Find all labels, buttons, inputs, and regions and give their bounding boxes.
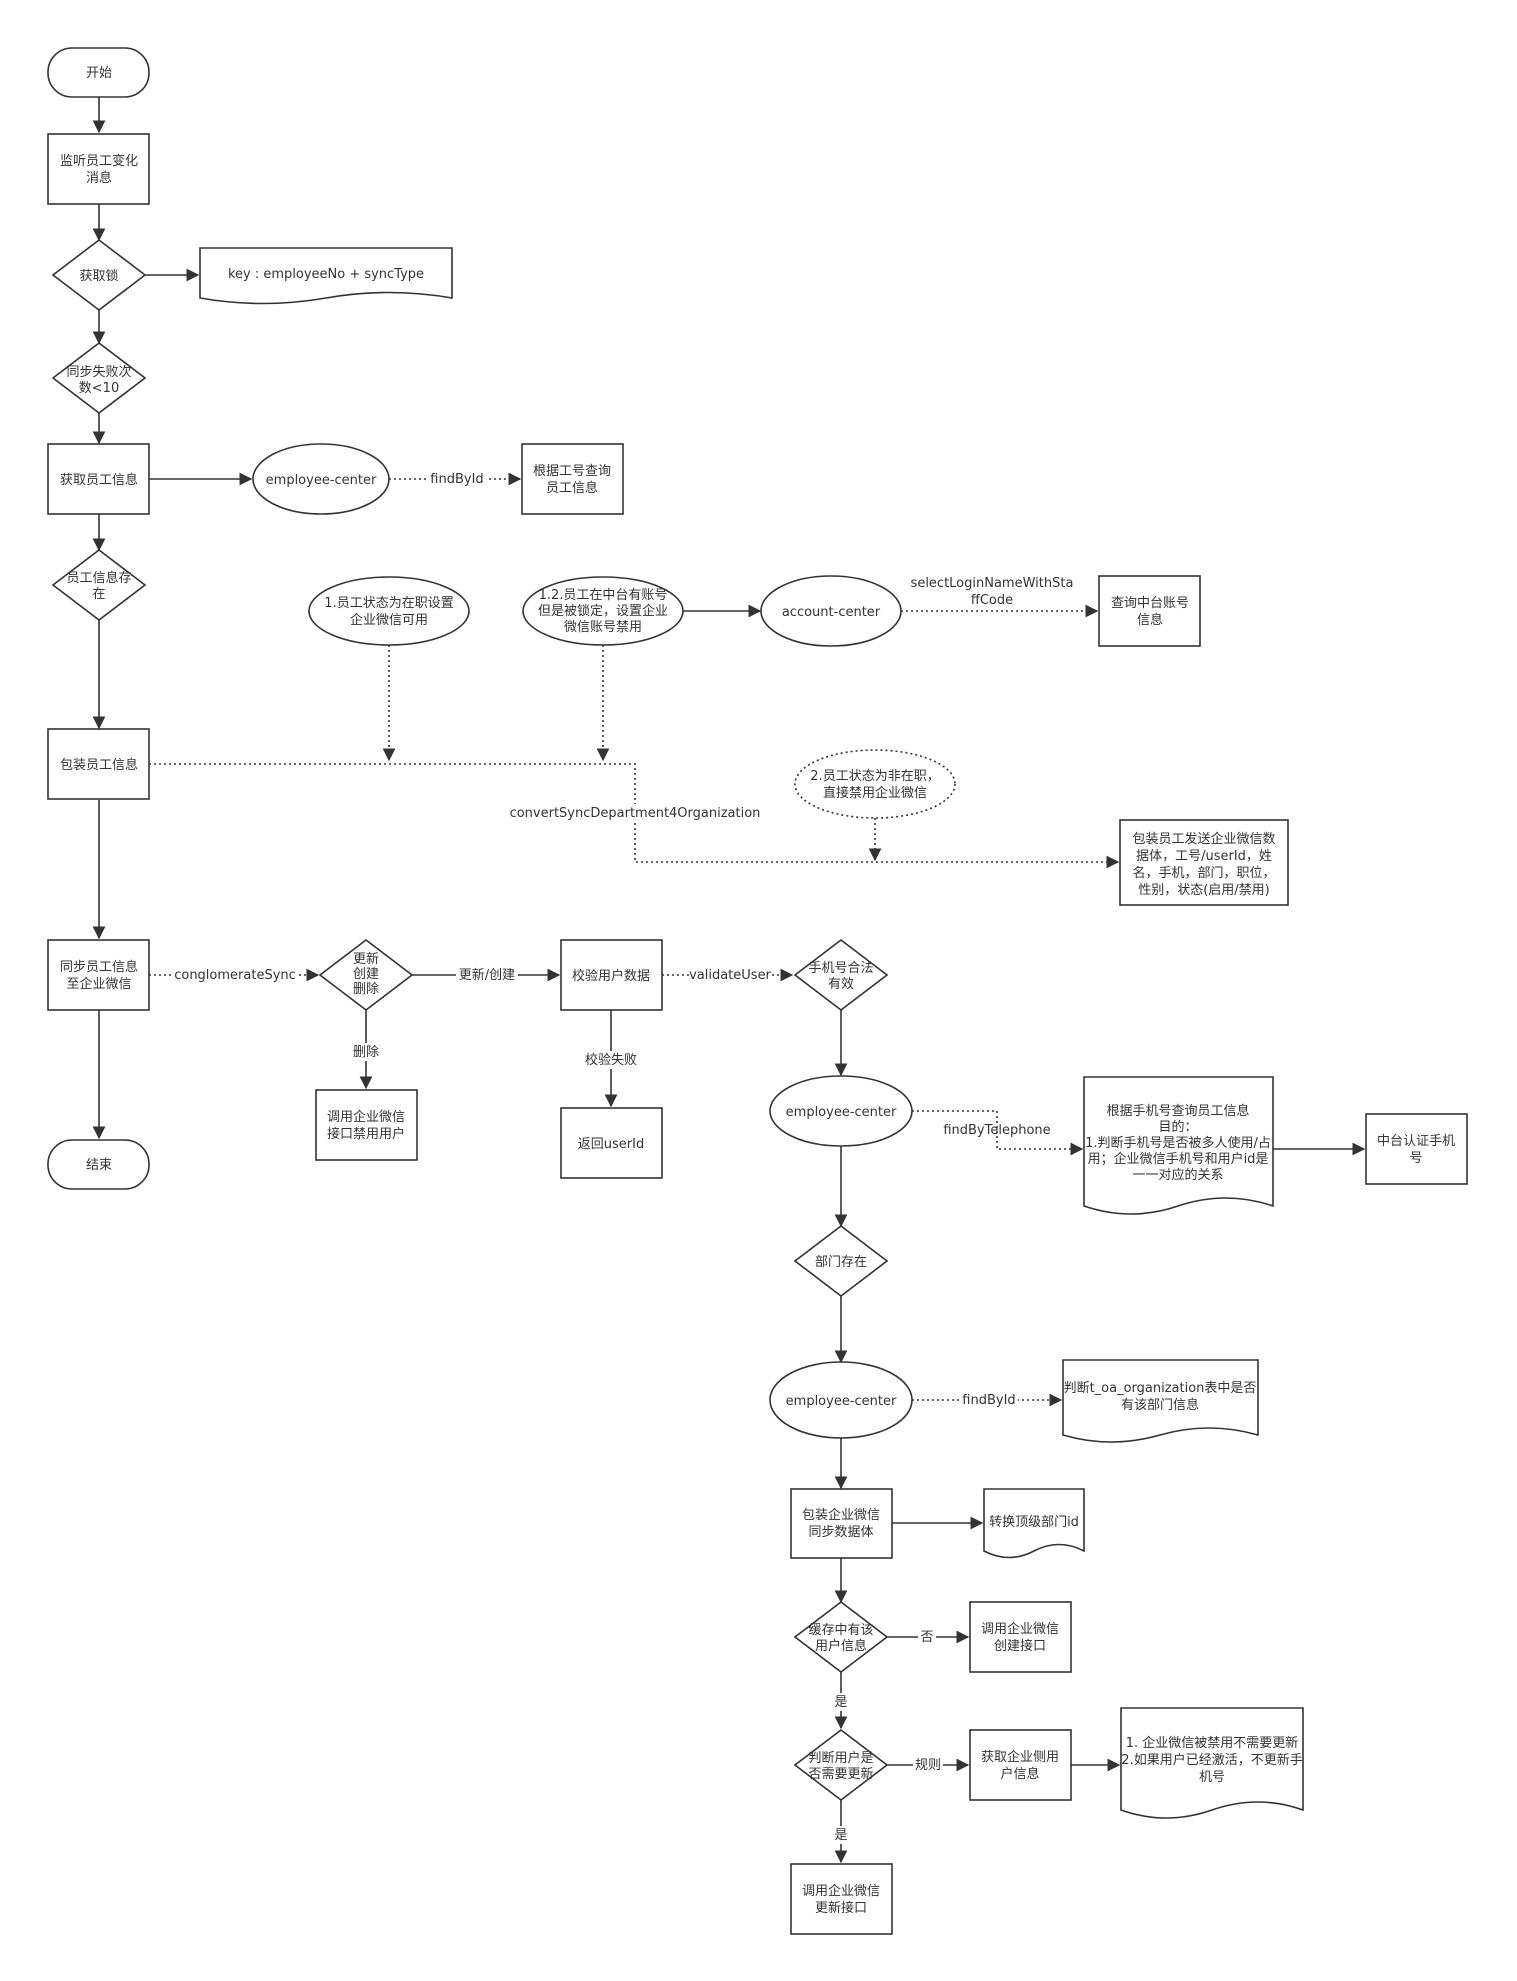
sync-emp-process: 同步员工信息至企业微信 [47,939,150,1011]
query-account-label: 查询中台账号信息 [1111,596,1189,628]
check-org-document: 判断t_oa_organization表中是否有该部门信息 [1062,1359,1259,1443]
phone-valid-decision: 手机号合法有效 [793,938,889,1012]
account-center-label: account-center [782,605,881,620]
employee-center-1: employee-center [252,443,390,515]
employee-center-2: employee-center [769,1075,913,1147]
need-update-label: 判断用户是否需要更新 [808,1750,873,1782]
call-create-label: 调用企业微信创建接口 [981,1621,1059,1654]
return-userid-label: 返回userId [578,1137,644,1152]
get-emp-label: 获取员工信息 [60,472,138,488]
query-by-no-label: 根据工号查询员工信息 [533,464,611,496]
cond1-ellipse: 1.员工状态为在职设置企业微信可用 [308,576,470,646]
label-yes-2: 是 [834,1828,847,1843]
end-label: 结束 [86,1158,112,1173]
pack-emp-label: 包装员工信息 [60,757,138,773]
label-no: 否 [920,1630,933,1645]
query-by-no-process: 根据工号查询员工信息 [521,443,624,515]
validate-label: 校验用户数据 [572,968,650,984]
start-terminal: 开始 [47,47,150,98]
label-rule: 规则 [915,1758,941,1773]
convert-dept-document: 转换顶级部门id [983,1488,1085,1559]
dept-exists-decision: 部门存在 [793,1224,889,1298]
lock-decision: 获取锁 [51,238,147,312]
label-findbytelephone: findByTelephone [943,1123,1050,1138]
phone-valid-label: 手机号合法有效 [808,961,873,992]
validate-process: 校验用户数据 [560,939,663,1011]
call-update-label: 调用企业微信更新接口 [802,1883,880,1916]
label-findbyid-1: findById [430,472,483,487]
cache-has-user-decision: 缓存中有该用户信息 [793,1600,889,1674]
key-document: key : employeeNo + syncType [199,247,453,305]
nodes: 开始 监听员工变化消息 获取锁 key : employeeNo + syncT… [47,47,1468,1935]
start-label: 开始 [86,66,112,81]
cond12-label: 1.2.员工在中台有账号但是被锁定，设置企业微信账号禁用 [538,588,668,635]
account-center: account-center [760,575,902,647]
query-by-phone-document: 根据手机号查询员工信息目的：1.判断手机号是否被多人使用/占用；企业微信手机号和… [1083,1076,1274,1215]
listen-label: 监听员工变化消息 [60,153,138,186]
listen-process: 监听员工变化消息 [47,133,150,205]
need-update-decision: 判断用户是否需要更新 [793,1728,889,1802]
cache-has-user-label: 缓存中有该用户信息 [808,1623,873,1654]
op-type-label: 更新创建删除 [353,951,379,997]
end-terminal: 结束 [47,1139,150,1190]
cond2-ellipse: 2.员工状态为非在职，直接禁用企业微信 [794,749,956,819]
lock-label: 获取锁 [79,268,118,284]
fail-count-decision: 同步失败次数<10 [51,341,147,415]
call-create-process: 调用企业微信创建接口 [969,1601,1072,1673]
pack-sync-label: 包装企业微信同步数据体 [802,1507,880,1540]
ec2-label: employee-center [786,1105,897,1120]
label-findbyid-2: findById [962,1393,1015,1408]
label-conglomeratesync: conglomerateSync [174,968,296,983]
pack-sync-process: 包装企业微信同步数据体 [790,1488,893,1559]
verify-phone-process: 中台认证手机号 [1365,1113,1468,1185]
label-update-create: 更新/创建 [459,967,515,983]
employee-center-3: employee-center [769,1361,913,1439]
cond12-ellipse: 1.2.员工在中台有账号但是被锁定，设置企业微信账号禁用 [522,576,684,646]
fail-count-label: 同步失败次数<10 [66,364,131,396]
ec1-label: employee-center [266,473,377,488]
emp-exists-decision: 员工信息存在 [51,548,147,622]
pack-body-label: 包装员工发送企业微信数据体，工号/userId，姓名，手机，部门，职位，性别，状… [1132,831,1275,898]
emp-exists-label: 员工信息存在 [66,570,131,602]
label-convertsync: convertSyncDepartment4Organization [510,806,761,821]
ec3-label: employee-center [786,1394,897,1409]
op-type-decision: 更新创建删除 [318,938,414,1012]
return-userid-process: 返回userId [560,1107,663,1179]
dept-exists-label: 部门存在 [815,1255,867,1270]
get-wx-user-process: 获取企业侧用户信息 [969,1729,1072,1801]
convert-dept-label: 转换顶级部门id [989,1515,1079,1530]
label-validate-fail: 校验失败 [585,1052,637,1068]
cond2-label: 2.员工状态为非在职，直接禁用企业微信 [810,769,939,801]
get-wx-user-label: 获取企业侧用户信息 [981,1749,1059,1782]
label-delete: 删除 [353,1045,379,1060]
label-validateuser: validateUser [689,968,771,983]
key-label: key : employeeNo + syncType [228,267,424,282]
call-update-process: 调用企业微信更新接口 [790,1863,893,1935]
cond1-label: 1.员工状态为在职设置企业微信可用 [324,596,453,628]
query-by-phone-label: 根据手机号查询员工信息目的：1.判断手机号是否被多人使用/占用；企业微信手机号和… [1085,1103,1271,1183]
pack-emp-process: 包装员工信息 [47,728,150,800]
call-disable-label: 调用企业微信接口禁用用户 [327,1109,405,1142]
edge-ec2-query [912,1110,1084,1156]
pack-body-process: 包装员工发送企业微信数据体，工号/userId，姓名，手机，部门，职位，性别，状… [1119,819,1289,906]
query-account-process: 查询中台账号信息 [1098,575,1201,647]
get-emp-process: 获取员工信息 [47,443,150,515]
check-org-label: 判断t_oa_organization表中是否有该部门信息 [1064,1381,1257,1413]
call-disable-process: 调用企业微信接口禁用用户 [315,1089,418,1161]
sync-emp-label: 同步员工信息至企业微信 [60,959,138,992]
label-yes-1: 是 [834,1695,847,1710]
verify-phone-label: 中台认证手机号 [1377,1134,1455,1166]
